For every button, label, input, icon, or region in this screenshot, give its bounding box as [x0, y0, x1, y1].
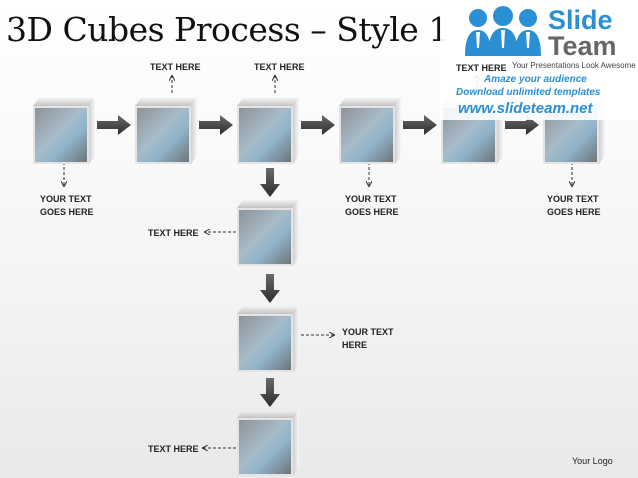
label-text-here-3: TEXT HERE: [456, 63, 507, 73]
label-text-here-5: TEXT HERE: [148, 444, 199, 454]
flow-arrow-down-3: [260, 378, 280, 407]
logo-tagline: Your Presentations Look Awesome: [512, 61, 636, 70]
logo-line-amaze: Amaze your audience: [484, 74, 587, 85]
page-title: 3D Cubes Process – Style 1: [6, 10, 449, 49]
cube-9: [237, 410, 299, 476]
cube-2: [135, 98, 197, 164]
flow-arrow-right-5: [505, 115, 539, 135]
label-your-text-goes-here-2: YOUR TEXT GOES HERE: [345, 194, 399, 217]
footer-your-logo: Your Logo: [572, 456, 613, 466]
cube-4: [339, 98, 401, 164]
cube-8: [237, 306, 299, 372]
label-your-text-goes-here-1: YOUR TEXT GOES HERE: [40, 194, 94, 217]
flow-arrow-right-4: [403, 115, 437, 135]
label-text-here-4: TEXT HERE: [148, 228, 199, 238]
slideteam-logo: Slide Team Your Presentations Look Aweso…: [440, 2, 638, 120]
label-your-text-here: YOUR TEXT HERE: [342, 327, 394, 350]
flow-arrow-down-2: [260, 274, 280, 303]
logo-url: www.slideteam.net: [458, 100, 593, 117]
flow-arrow-right-3: [301, 115, 335, 135]
label-text-here-1: TEXT HERE: [150, 62, 201, 72]
cube-7: [237, 200, 299, 266]
logo-word-slide: Slide: [548, 5, 613, 35]
flow-arrow-right-1: [97, 115, 131, 135]
logo-word-team: Team: [548, 31, 617, 61]
flow-arrow-right-2: [199, 115, 233, 135]
label-your-text-goes-here-3: YOUR TEXT GOES HERE: [547, 194, 601, 217]
cube-3: [237, 98, 299, 164]
cube-1: [33, 98, 95, 164]
label-text-here-2: TEXT HERE: [254, 62, 305, 72]
people-logo-icon: [465, 6, 541, 56]
flow-arrow-down-1: [260, 168, 280, 197]
logo-line-download: Download unlimited templates: [456, 87, 601, 98]
